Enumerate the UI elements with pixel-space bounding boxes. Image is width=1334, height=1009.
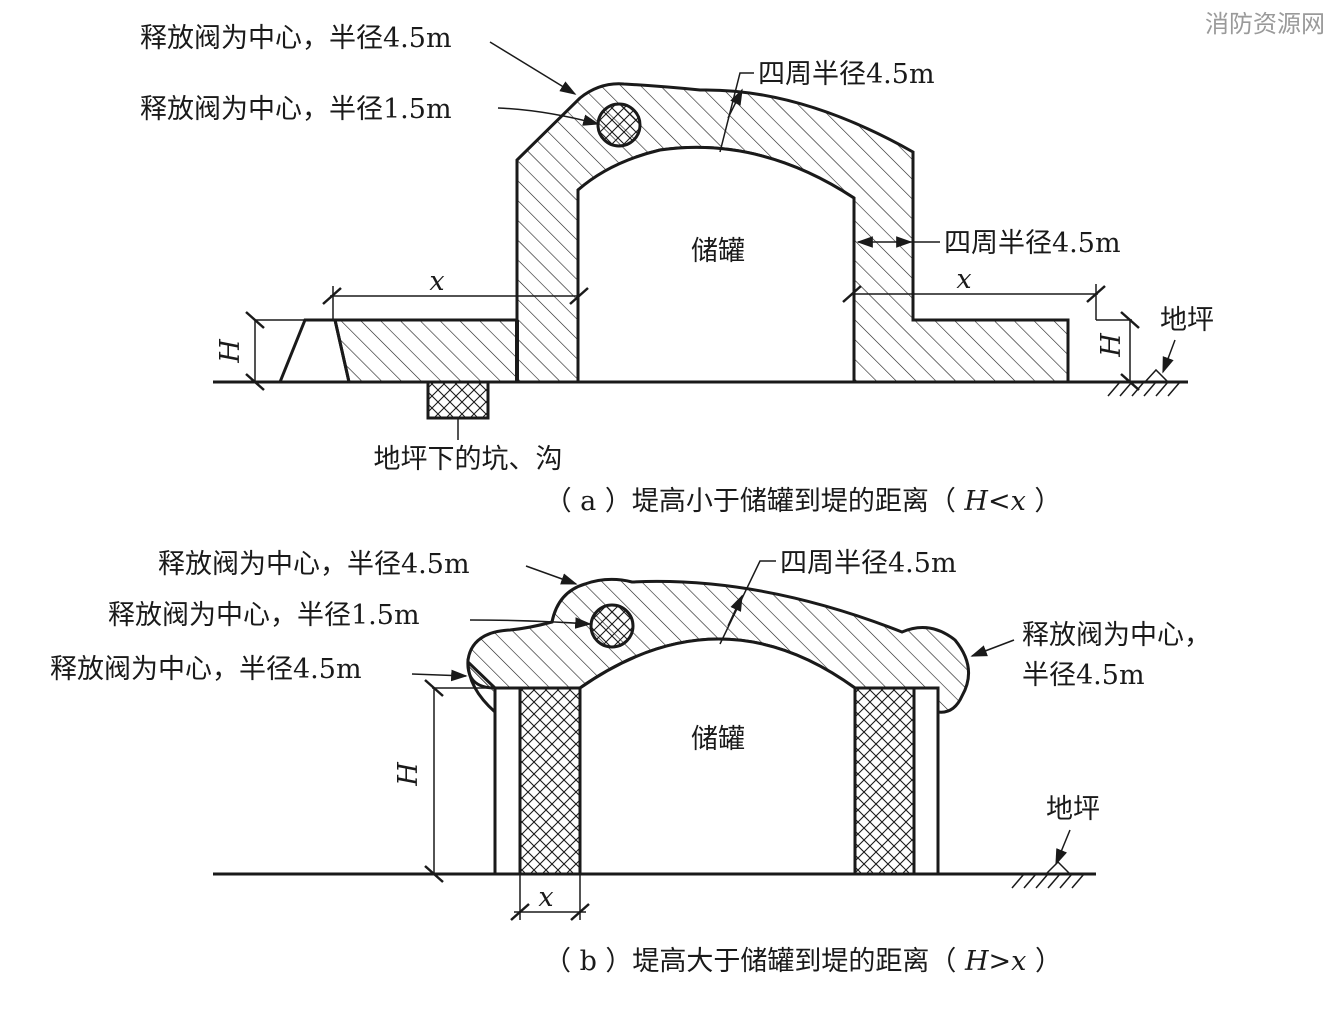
valve-left-arrow-b bbox=[411, 669, 468, 682]
x-tick bbox=[1086, 285, 1106, 303]
caption-a-text: （ a ）堤高小于储罐到堤的距离（ bbox=[545, 486, 965, 517]
watermark: 消防资源网 bbox=[1205, 10, 1325, 38]
top-thickness-arrow-b bbox=[727, 594, 743, 627]
caption-b-math: H>x bbox=[964, 946, 1026, 977]
x-tick bbox=[322, 287, 342, 305]
tank-label-b: 储罐 bbox=[691, 724, 745, 755]
h-tick bbox=[245, 311, 265, 329]
caption-b-end: ） bbox=[1026, 946, 1062, 977]
ground-label-a: 地坪 bbox=[1160, 305, 1214, 336]
x-tick bbox=[510, 903, 530, 921]
top-leader-a bbox=[719, 72, 754, 153]
caption-a-end: ） bbox=[1026, 486, 1062, 517]
valve-outer-label-b: 释放阀为中心，半径4.5m bbox=[158, 549, 470, 580]
tank-label-a: 储罐 bbox=[691, 236, 745, 267]
valve-outer-arrow-b bbox=[525, 565, 578, 585]
caption-a-math: H<x bbox=[963, 486, 1025, 517]
tank-a bbox=[576, 145, 856, 382]
perimeter-top-label-b: 四周半径4.5m bbox=[780, 548, 957, 579]
h-label-left: H bbox=[215, 339, 246, 364]
gap-right-b bbox=[853, 686, 916, 876]
valve-circle-b bbox=[589, 603, 635, 649]
x-tick bbox=[570, 903, 590, 921]
tank-b bbox=[578, 637, 857, 874]
ground-arrow-a bbox=[1162, 339, 1176, 374]
valve-inner-arrow-a bbox=[497, 107, 600, 126]
perimeter-top-label-a: 四周半径4.5m bbox=[758, 59, 935, 90]
diagram-a: 储罐 地坪下的坑、沟 地坪 H H bbox=[140, 23, 1214, 517]
h-tick bbox=[245, 373, 265, 391]
pit-a bbox=[426, 380, 490, 420]
valve-right-arrow-b bbox=[970, 639, 1015, 657]
dike-wall-right-b bbox=[912, 686, 940, 876]
ground-label-b: 地坪 bbox=[1046, 794, 1100, 825]
x-tick bbox=[842, 285, 862, 303]
perimeter-side-label-a: 四周半径4.5m bbox=[944, 228, 1121, 259]
x-label-right: x bbox=[956, 264, 971, 295]
valve-left-label-b: 释放阀为中心，半径4.5m bbox=[50, 654, 362, 685]
caption-b: （ b ）堤高大于储罐到堤的距离（ H>x ） bbox=[544, 946, 1062, 977]
gap-left-b bbox=[518, 686, 582, 876]
hazard-zone-a-left-wing bbox=[333, 318, 519, 384]
valve-circle-a bbox=[596, 102, 642, 148]
dike-wall-left-b bbox=[493, 686, 522, 876]
x-label-left: x bbox=[429, 266, 444, 297]
valve-inner-label-a: 释放阀为中心，半径1.5m bbox=[140, 94, 452, 125]
dike-a bbox=[278, 318, 351, 383]
x-tick bbox=[569, 287, 589, 305]
h-tick bbox=[424, 865, 444, 883]
h-label-right: H bbox=[1096, 333, 1127, 358]
valve-right-label-b-line2: 半径4.5m bbox=[1022, 660, 1145, 691]
diagram-b: 储罐 地坪 H x 四周半径4.5m bbox=[50, 548, 1211, 977]
pit-label: 地坪下的坑、沟 bbox=[374, 444, 563, 475]
valve-outer-label-a: 释放阀为中心，半径4.5m bbox=[140, 23, 452, 54]
x-label-b: x bbox=[538, 882, 553, 913]
caption-b-text: （ b ）堤高大于储罐到堤的距离（ bbox=[544, 946, 965, 977]
valve-inner-label-b: 释放阀为中心，半径1.5m bbox=[108, 600, 420, 631]
h-tick bbox=[1120, 373, 1140, 391]
caption-a: （ a ）堤高小于储罐到堤的距离（ H<x ） bbox=[545, 486, 1062, 517]
valve-inner-arrow-b bbox=[469, 617, 592, 629]
ground-arrow-b bbox=[1055, 829, 1071, 866]
valve-right-label-b-line1: 释放阀为中心， bbox=[1022, 620, 1211, 651]
h-label-b: H bbox=[393, 762, 424, 787]
h-tick bbox=[424, 679, 444, 697]
top-thickness-arrow-a bbox=[727, 88, 743, 119]
h-tick bbox=[1120, 311, 1140, 329]
valve-outer-arrow-a bbox=[489, 41, 577, 95]
